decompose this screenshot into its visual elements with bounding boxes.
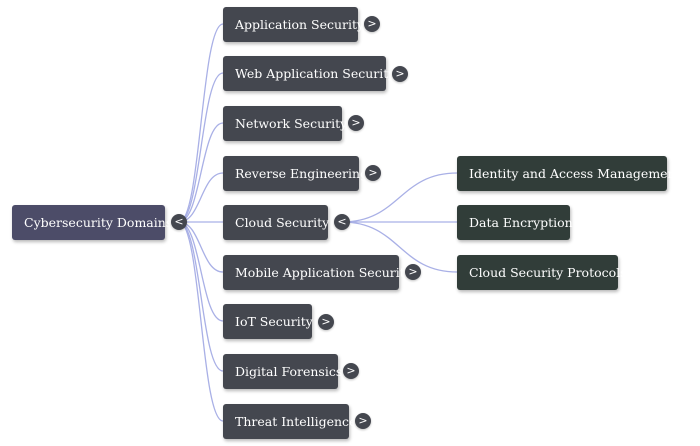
connector-root-branch-6 — [178, 221, 224, 322]
collapse-toggle-cloud-security[interactable]: < — [334, 214, 350, 230]
connector-root-branch-8 — [178, 221, 224, 422]
connector-cloud-child-2 — [341, 221, 458, 273]
branch-network-security[interactable]: Network Security — [223, 106, 347, 141]
branch-threat-intelligence[interactable]: Threat Intelligence — [223, 404, 356, 439]
branch-web-application-security[interactable]: Web Application Security — [223, 56, 395, 91]
expand-toggle-mobile-application-security[interactable]: > — [405, 264, 421, 280]
connector-root-branch-1 — [178, 72, 224, 223]
branch-digital-forensics[interactable]: Digital Forensics — [223, 354, 342, 389]
connector-cloud-child-0 — [341, 172, 458, 223]
branch-reverse-engineering[interactable]: Reverse Engineering — [223, 156, 368, 191]
leaf-identity-and-access-management[interactable]: Identity and Access Management — [457, 156, 681, 191]
expand-toggle-web-application-security[interactable]: > — [392, 66, 408, 82]
connector-root-branch-2 — [178, 122, 224, 223]
leaf-cloud-security-protocols[interactable]: Cloud Security Protocols — [457, 255, 627, 290]
branch-cloud-security[interactable]: Cloud Security — [223, 205, 329, 240]
expand-toggle-threat-intelligence[interactable]: > — [355, 413, 371, 429]
expand-toggle-network-security[interactable]: > — [348, 115, 364, 131]
leaf-data-encryption[interactable]: Data Encryption — [457, 205, 573, 240]
expand-toggle-iot-security[interactable]: > — [318, 314, 334, 330]
expand-toggle-digital-forensics[interactable]: > — [343, 363, 359, 379]
expand-toggle-application-security[interactable]: > — [364, 16, 380, 32]
root-collapse-toggle[interactable]: < — [171, 214, 187, 230]
connector-root-branch-0 — [178, 23, 224, 223]
connector-root-branch-7 — [178, 221, 224, 372]
branch-application-security[interactable]: Application Security — [223, 7, 364, 42]
root-node-cybersecurity-domains[interactable]: Cybersecurity Domains — [12, 205, 172, 240]
branch-iot-security[interactable]: IoT Security — [223, 304, 313, 339]
branch-mobile-application-security[interactable]: Mobile Application Security — [223, 255, 412, 290]
expand-toggle-reverse-engineering[interactable]: > — [365, 165, 381, 181]
